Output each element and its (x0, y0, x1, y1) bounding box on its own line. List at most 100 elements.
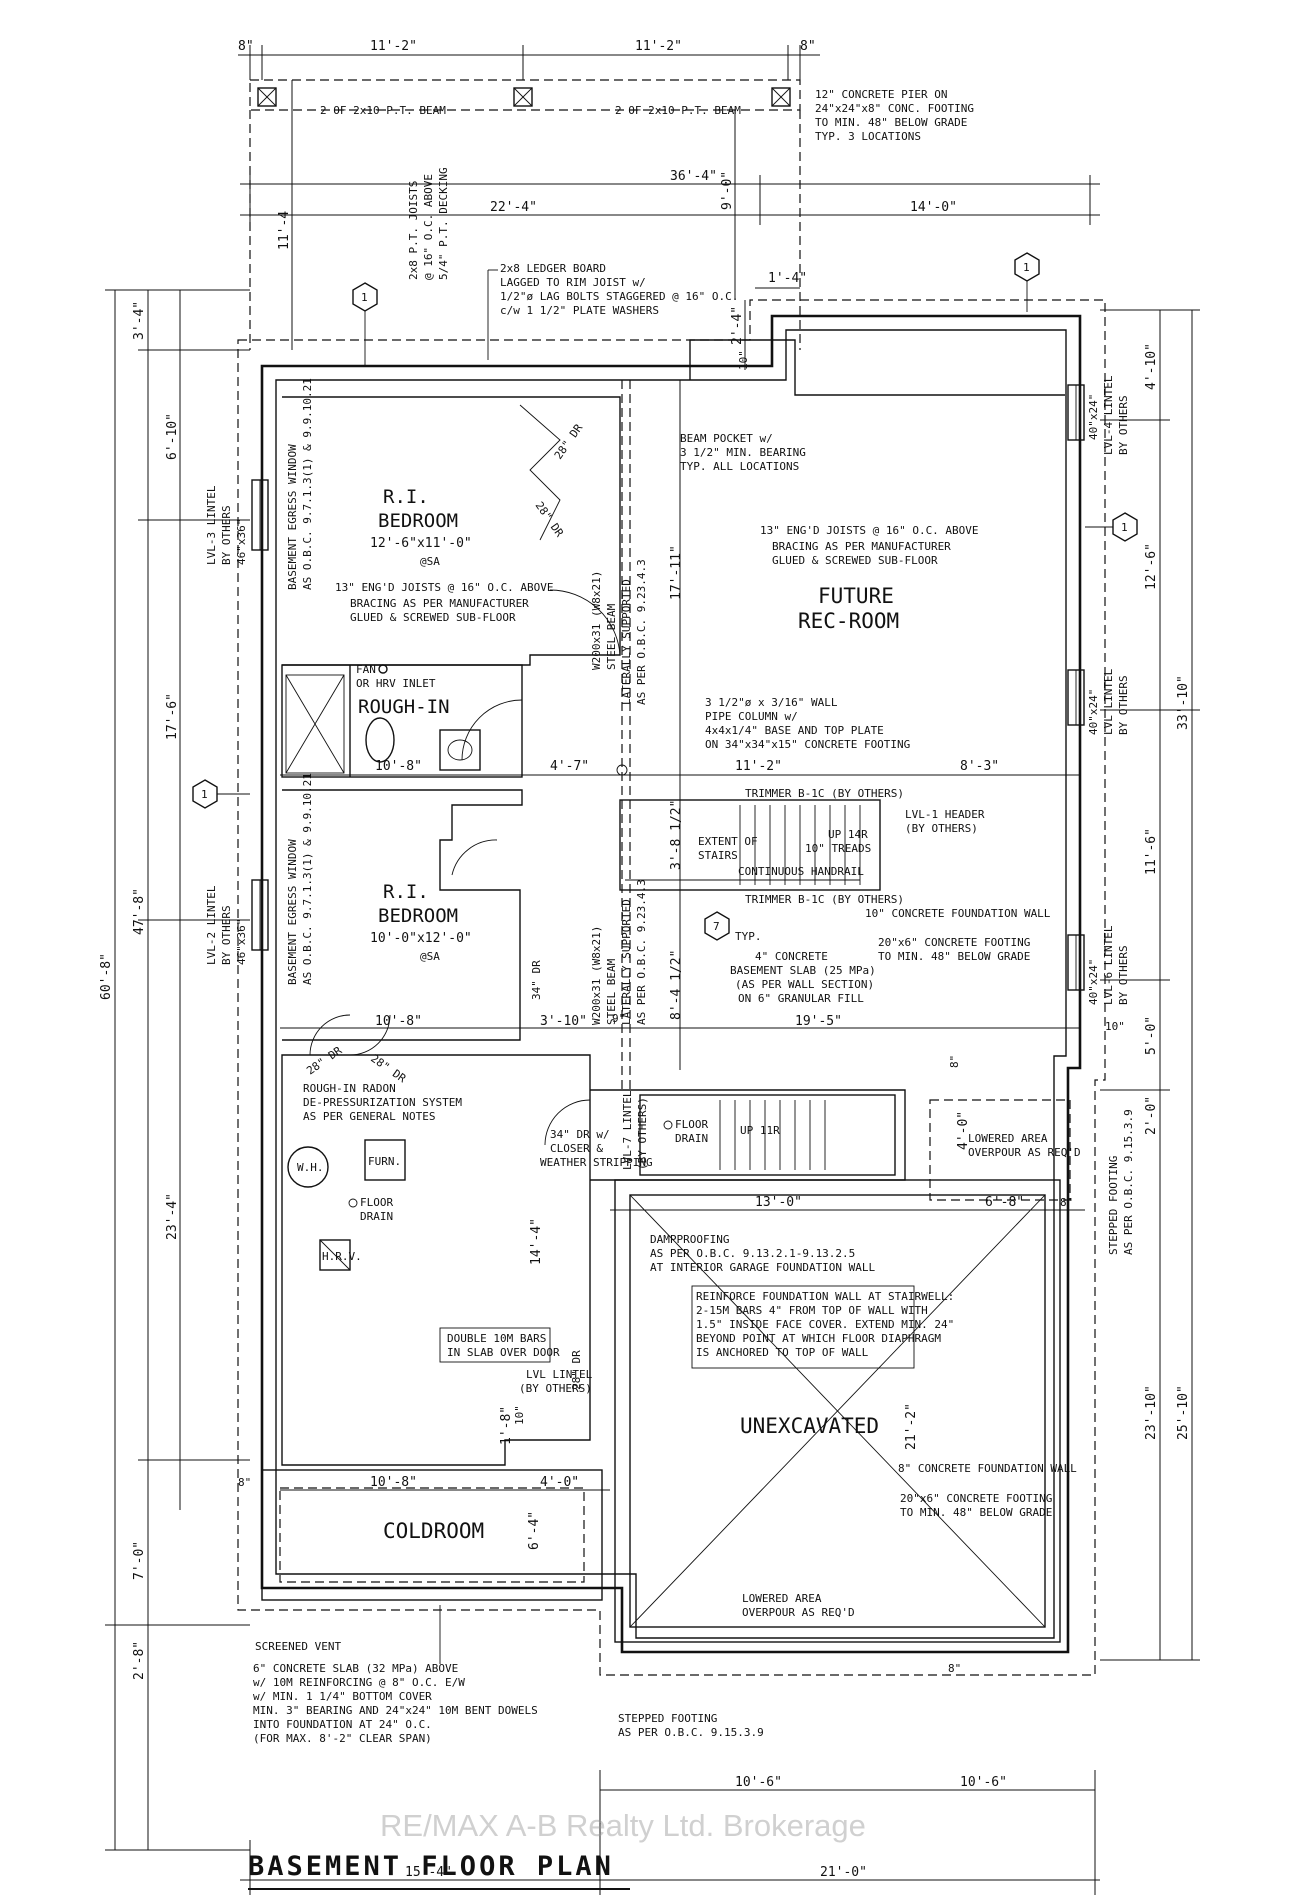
floor-drain-icon (348, 1198, 358, 1208)
dimension-label: 11'-2" (370, 39, 417, 54)
room-label: R.I. (383, 881, 429, 903)
ledger-note: c/w 1 1/2" PLATE WASHERS (500, 304, 659, 317)
pier-note: TYP. 3 LOCATIONS (815, 130, 921, 143)
svg-text:BY OTHERS: BY OTHERS (220, 505, 233, 565)
interior-walls (261, 380, 1071, 1643)
dimension-label: 47'-8" (132, 888, 147, 935)
foundation-walls (237, 299, 1106, 1676)
svg-text:13" ENG'D JOISTS @ 16" O.C. AB: 13" ENG'D JOISTS @ 16" O.C. ABOVE (760, 524, 979, 537)
svg-text:BASEMENT SLAB (25 MPa): BASEMENT SLAB (25 MPa) (730, 964, 876, 977)
svg-text:4" CONCRETE: 4" CONCRETE (755, 950, 828, 963)
svg-text:8": 8" (1060, 1196, 1073, 1209)
svg-text:TO MIN. 48" BELOW GRADE: TO MIN. 48" BELOW GRADE (900, 1506, 1052, 1519)
svg-text:ON 6" GRANULAR FILL: ON 6" GRANULAR FILL (738, 992, 864, 1005)
svg-text:AS PER O.B.C. 9.15.3.9: AS PER O.B.C. 9.15.3.9 (1122, 1109, 1135, 1255)
svg-text:LVL-4 LINTEL: LVL-4 LINTEL (1102, 375, 1115, 455)
section-marker: 7 (704, 911, 730, 941)
svg-text:DE-PRESSURIZATION SYSTEM: DE-PRESSURIZATION SYSTEM (303, 1096, 462, 1109)
joists-note: @ 16" O.C. ABOVE (422, 174, 435, 280)
room-label: FUTURE (818, 584, 894, 608)
svg-text:IN SLAB OVER DOOR: IN SLAB OVER DOOR (447, 1346, 560, 1359)
svg-text:3'-10": 3'-10" (540, 1014, 587, 1029)
svg-text:STEEL BEAM: STEEL BEAM (605, 958, 618, 1025)
svg-text:2-15M BARS 4" FROM TOP OF WALL: 2-15M BARS 4" FROM TOP OF WALL WITH (696, 1304, 928, 1317)
beam-note: 2 OF 2x10 P.T. BEAM (320, 104, 446, 117)
svg-text:LATERALLY SUPPORTED: LATERALLY SUPPORTED (620, 899, 633, 1025)
svg-text:15'-4": 15'-4" (405, 1865, 452, 1880)
dimension-label: 5'-0" (1144, 1016, 1159, 1055)
pier-note: TO MIN. 48" BELOW GRADE (815, 116, 967, 129)
svg-text:10'-6": 10'-6" (960, 1775, 1007, 1790)
svg-text:8'-4 1/2": 8'-4 1/2" (669, 950, 684, 1020)
svg-text:TYP. ALL LOCATIONS: TYP. ALL LOCATIONS (680, 460, 799, 473)
svg-text:GLUED & SCREWED SUB-FLOOR: GLUED & SCREWED SUB-FLOOR (772, 554, 938, 567)
svg-text:40"x24": 40"x24" (1087, 959, 1100, 1005)
stair-treads (719, 1100, 826, 1170)
svg-text:UP 14R: UP 14R (828, 828, 868, 841)
svg-text:STEPPED FOOTING: STEPPED FOOTING (618, 1712, 717, 1725)
dimension-label: 60'-8" (99, 953, 114, 1000)
svg-text:TRIMMER B-1C (BY OTHERS): TRIMMER B-1C (BY OTHERS) (745, 893, 904, 906)
svg-text:20"x6" CONCRETE FOOTING: 20"x6" CONCRETE FOOTING (900, 1492, 1052, 1505)
svg-text:46"x36": 46"x36" (235, 919, 248, 965)
svg-text:6'-8": 6'-8" (985, 1195, 1024, 1210)
svg-text:4x4x1/4" BASE AND TOP PLATE: 4x4x1/4" BASE AND TOP PLATE (705, 724, 884, 737)
dimension-label: 9'-0" (720, 171, 735, 210)
svg-text:19'-5": 19'-5" (795, 1014, 842, 1029)
svg-text:AS O.B.C. 9.7.1.3(1) & 9.9.10.: AS O.B.C. 9.7.1.3(1) & 9.9.10.21 (301, 773, 314, 985)
furnace-icon (364, 1139, 406, 1181)
dimension-label: 11'-4 (277, 211, 292, 250)
page-title: BASEMENT FLOOR PLAN (248, 1851, 614, 1882)
window (1067, 934, 1085, 991)
svg-text:10" CONCRETE FOUNDATION WALL: 10" CONCRETE FOUNDATION WALL (865, 907, 1051, 920)
svg-text:w/ MIN. 1 1/4" BOTTOM COVER: w/ MIN. 1 1/4" BOTTOM COVER (253, 1690, 432, 1703)
svg-text:OVERPOUR AS REQ'D: OVERPOUR AS REQ'D (968, 1146, 1081, 1159)
svg-text:DOUBLE 10M BARS: DOUBLE 10M BARS (447, 1332, 546, 1345)
svg-text:EXTENT OF: EXTENT OF (698, 835, 758, 848)
svg-text:DRAIN: DRAIN (360, 1210, 393, 1223)
water-heater-icon (287, 1146, 329, 1188)
svg-text:34" DR: 34" DR (530, 960, 543, 1000)
window (1067, 669, 1085, 726)
svg-text:BEYOND POINT AT WHICH FLOOR DI: BEYOND POINT AT WHICH FLOOR DIAPHRAGM (696, 1332, 941, 1345)
dimension-label: 3'-4" (132, 301, 147, 340)
svg-text:STAIRS: STAIRS (698, 849, 738, 862)
svg-text:UP 11R: UP 11R (740, 1124, 780, 1137)
room-size: 12'-6"x11'-0" (370, 536, 472, 551)
svg-text:PIPE COLUMN w/: PIPE COLUMN w/ (705, 710, 798, 723)
svg-text:CONTINUOUS HANDRAIL: CONTINUOUS HANDRAIL (738, 865, 864, 878)
section-marker: 1 (352, 282, 378, 365)
svg-text:AS PER O.B.C. 9.15.3.9: AS PER O.B.C. 9.15.3.9 (618, 1726, 764, 1739)
svg-text:GLUED & SCREWED SUB-FLOOR: GLUED & SCREWED SUB-FLOOR (350, 611, 516, 624)
dimension-label: 8" (800, 39, 816, 54)
svg-text:8'-3": 8'-3" (960, 759, 999, 774)
svg-text:(FOR MAX. 8'-2" CLEAR SPAN): (FOR MAX. 8'-2" CLEAR SPAN) (253, 1732, 432, 1745)
dimension-label: 36'-4" (670, 169, 717, 184)
svg-text:W200x31 (W8x21): W200x31 (W8x21) (590, 571, 603, 670)
door-swing (349, 1014, 391, 1056)
svg-text:1: 1 (361, 291, 368, 304)
dimension-label: 4'-0" (956, 1111, 971, 1150)
top-dimensions: 8" 11'-2" 11'-2" 8" 36'-4" 22'-4" 14'-0"… (238, 39, 1100, 370)
dimension-label: 7'-0" (132, 1541, 147, 1580)
concrete-pier-icon (771, 87, 791, 107)
svg-text:BY OTHERS: BY OTHERS (1117, 675, 1130, 735)
svg-text:10'-8": 10'-8" (375, 759, 422, 774)
svg-text:10": 10" (513, 1405, 526, 1425)
svg-text:LOWERED AREA: LOWERED AREA (742, 1592, 822, 1605)
floor-drain-icon (663, 1120, 673, 1130)
dimension-label: 17'-6" (165, 693, 180, 740)
svg-text:1: 1 (201, 788, 208, 801)
svg-text:BY OTHERS: BY OTHERS (1117, 945, 1130, 1005)
beam-note: 2 OF 2x10 P.T. BEAM (615, 104, 741, 117)
svg-text:11'-2": 11'-2" (735, 759, 782, 774)
dimension-label: 14'-0" (910, 200, 957, 215)
svg-text:LVL LINTEL: LVL LINTEL (526, 1368, 593, 1381)
svg-text:DAMPPROOFING: DAMPPROOFING (650, 1233, 729, 1246)
svg-text:21'-2": 21'-2" (904, 1403, 919, 1450)
fan-icon (378, 664, 388, 674)
dimension-label: 6'-10" (165, 413, 180, 460)
svg-text:BEAM POCKET w/: BEAM POCKET w/ (680, 432, 773, 445)
door-swing (549, 589, 621, 656)
